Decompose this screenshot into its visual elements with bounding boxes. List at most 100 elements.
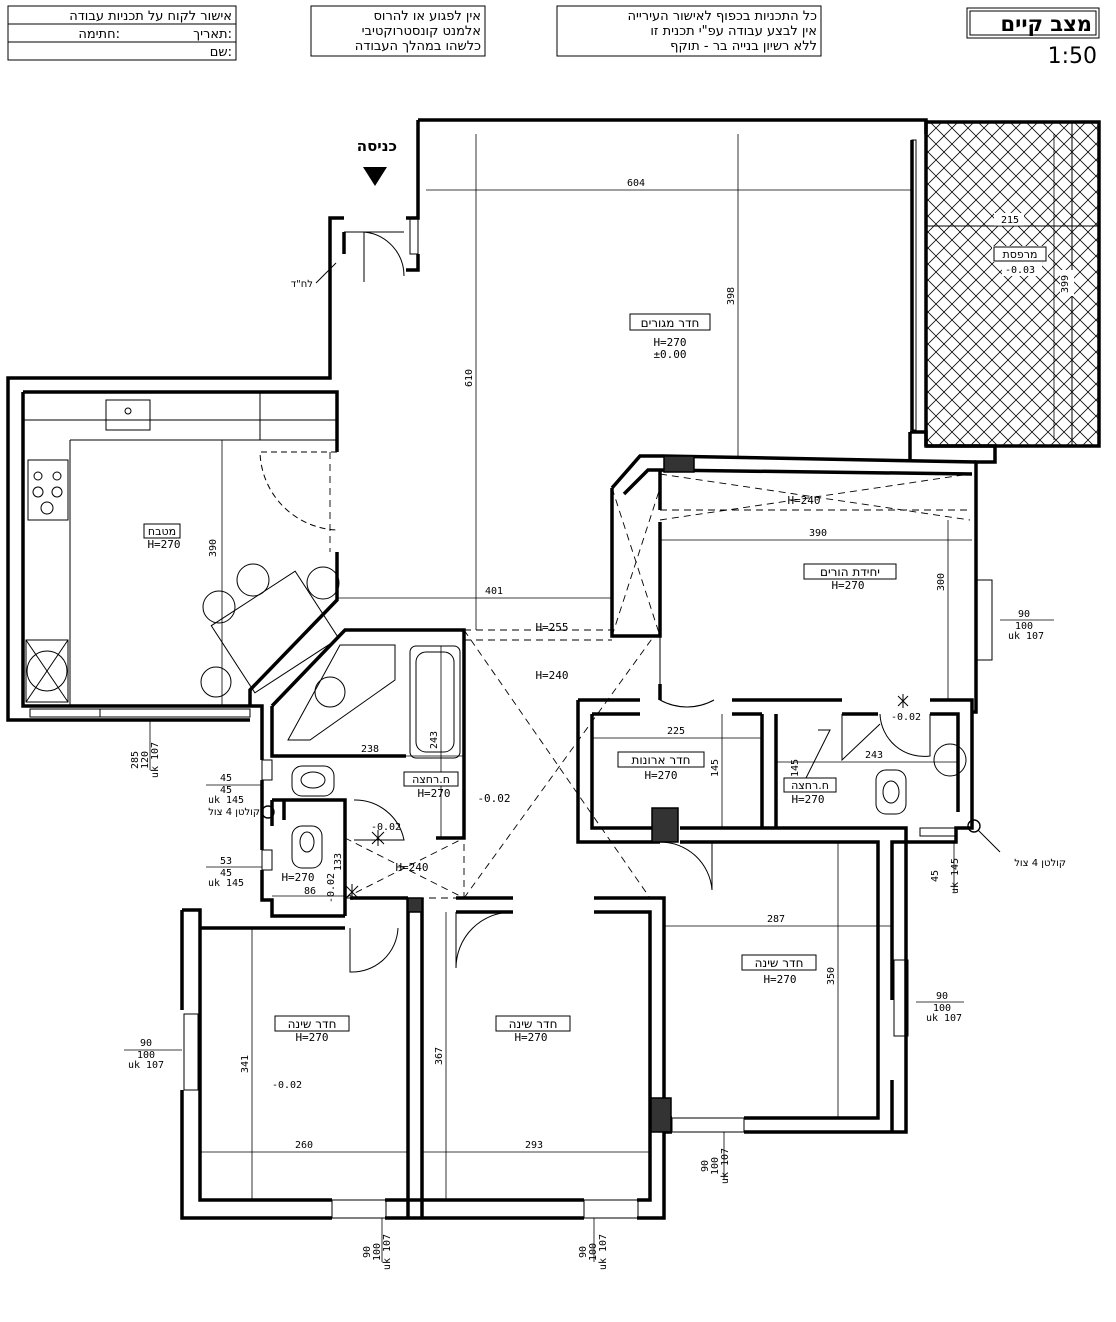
window-note: 90 (700, 1160, 711, 1172)
permit-line1: כל התכניות בכפוף לאישור העירייה (627, 9, 817, 24)
dining-table-icon (210, 570, 340, 694)
approval-date-label: תאריך: (193, 27, 232, 42)
approval-sign-label: חתימה: (78, 27, 120, 42)
stove-icon (27, 459, 69, 521)
dim-text: 243 (865, 750, 883, 761)
approval-line1: אישור לקוח על תכניות עבודה (69, 9, 232, 24)
level-hall: -0.02 (477, 792, 510, 805)
window-note: uk 107 (720, 1148, 731, 1184)
window-note: 100 (710, 1157, 721, 1175)
room-name: ח.רחצה (412, 773, 450, 786)
toilet-icon (875, 769, 907, 815)
level-master-bath: -0.02 (891, 712, 921, 723)
room-height: H=270 (417, 787, 450, 800)
dim-text: 398 (726, 287, 737, 305)
dim-text: 145 (710, 759, 721, 777)
dim-text: 260 (295, 1140, 313, 1151)
window-note: 90 (1018, 609, 1030, 620)
window-note: 285 (130, 751, 141, 769)
room-name: חדר שינה (509, 1017, 558, 1031)
window-note: uk 107 (598, 1234, 609, 1270)
permit-line3: ללא רשיון בנייה בר - תוקף (670, 39, 817, 54)
dim-text: 293 (525, 1140, 543, 1151)
dim-text: 287 (767, 914, 785, 925)
room-level: ±0.00 (653, 348, 686, 361)
window-note: 100 (137, 1050, 155, 1061)
dim-text: 243 (429, 731, 440, 749)
room-name: יחידת הורים (820, 565, 880, 579)
room-name: חדר מגורים (641, 316, 700, 330)
level-wc: -0.02 (326, 873, 337, 903)
duct-icon (967, 819, 981, 833)
dim-text: 367 (434, 1047, 445, 1065)
window-note: 120 (140, 751, 151, 769)
fixtures (23, 139, 1001, 1219)
entrance-marker: כניסה (357, 137, 397, 186)
structure-line1: אין לפגוע או להרוס (373, 9, 481, 24)
window-note: 45 (220, 785, 232, 796)
room-height: H=270 (791, 793, 824, 806)
ceiling-corridor-low: H=240 (395, 861, 428, 874)
dim-text: 300 (936, 573, 947, 591)
room-living: חדר מגורים H=270 ±0.00 (629, 313, 711, 361)
dim-text: 390 (809, 528, 827, 539)
window-note: uk 107 (128, 1060, 164, 1071)
duct-icon (261, 805, 275, 819)
structure-note: אין לפגוע או להרוס אלמנט קונסטרוקטיבי כל… (310, 5, 486, 57)
structure-line3: כלשהו במהלך העבודה (355, 39, 481, 54)
room-name: חדר ארונות (631, 753, 690, 767)
column (651, 807, 679, 843)
dim-text: 390 (208, 539, 219, 557)
room-closet: חדר ארונות H=270 (617, 751, 705, 782)
kitchen-sink-icon (105, 399, 151, 431)
dim-text: 133 (333, 853, 344, 871)
dim-text: 604 (627, 178, 645, 189)
ceiling-hall: H=240 (535, 669, 568, 682)
window-note: uk 107 (1008, 631, 1044, 642)
entrance-label: כניסה (357, 137, 397, 155)
room-name: מרפסת (1003, 248, 1038, 261)
window-note: 100 (588, 1243, 599, 1261)
window-note: uk 145 (950, 858, 961, 894)
room-height: H=270 (281, 871, 314, 884)
room-master-bath: ח.רחצה H=270 (783, 777, 837, 806)
approval-box: אישור לקוח על תכניות עבודה תאריך: חתימה:… (7, 5, 237, 61)
dim-text: 610 (464, 369, 475, 387)
room-height: H=270 (295, 1031, 328, 1044)
room-height: H=270 (147, 538, 180, 551)
shower-icon (287, 644, 396, 741)
toilet-icon (291, 825, 323, 869)
window-note: uk 107 (382, 1234, 393, 1270)
window-note: uk 107 (926, 1013, 962, 1024)
window-note: 53 (220, 856, 232, 867)
room-name: ח.רחצה (791, 779, 829, 792)
dim-text: 341 (240, 1055, 251, 1073)
room-height: H=270 (653, 336, 686, 349)
washbasin-icon (933, 743, 967, 777)
dim-text: 215 (1001, 215, 1019, 226)
window-note: 45 (220, 773, 232, 784)
structure-line2: אלמנט קונסטרוקטיבי (362, 24, 481, 39)
room-master: יחידת הורים H=270 (803, 563, 897, 592)
level-bed1: -0.02 (272, 1080, 302, 1091)
window-note: uk 107 (150, 742, 161, 778)
window-note: uk 145 (208, 795, 244, 806)
window-note: 90 (578, 1246, 589, 1258)
room-name: חדר שינה (755, 956, 804, 970)
room-bath1: ח.רחצה H=270 (403, 771, 459, 800)
dim-text: 399 (1060, 275, 1071, 293)
room-name: חדר שינה (288, 1017, 337, 1031)
window-note: 90 (140, 1038, 152, 1049)
room-bed2: חדר שינה H=270 (495, 1015, 571, 1044)
room-wc: H=270 (281, 871, 314, 884)
room-bed3: חדר שינה H=270 (741, 954, 817, 986)
room-name: מטבח (148, 525, 176, 538)
dim-text: 145 (790, 759, 801, 777)
level-bath1: -0.02 (371, 822, 401, 833)
column (650, 1097, 672, 1133)
dim-text: 238 (361, 744, 379, 755)
window-note: 45 (220, 868, 232, 879)
permit-line2: אין לבצע עבודה עפ"י תכנית זו (650, 24, 817, 39)
ceiling-master-entry: H=240 (787, 494, 820, 507)
dim-text: 401 (485, 586, 503, 597)
